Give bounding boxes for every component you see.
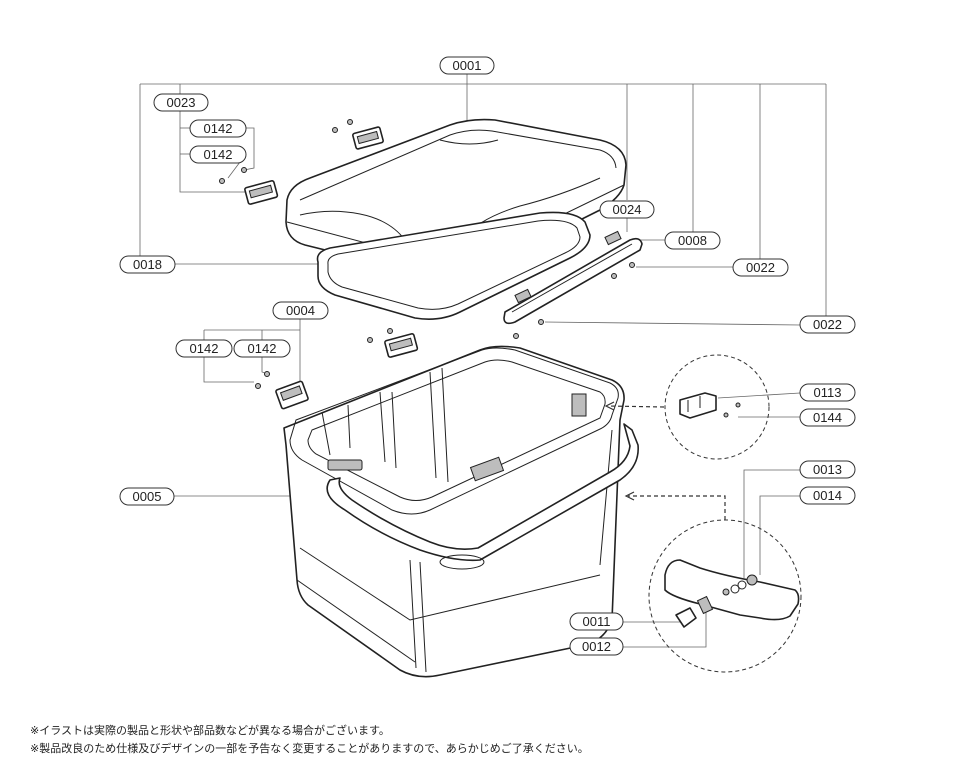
svg-text:0113: 0113 (814, 385, 842, 400)
label-0001: 0001 (439, 56, 495, 75)
label-0024: 0024 (599, 200, 655, 219)
label-0005: 0005 (119, 487, 175, 506)
disclaimer-illustration: ※イラストは実際の製品と形状や部品数などが異なる場合がございます。 (30, 724, 390, 737)
screws (219, 119, 635, 389)
label-0022-a: 0022 (732, 258, 789, 277)
svg-text:0024: 0024 (613, 202, 642, 217)
label-0022-b: 0022 (799, 315, 856, 334)
svg-text:0144: 0144 (813, 410, 842, 425)
svg-text:0013: 0013 (813, 462, 842, 477)
svg-text:0023: 0023 (167, 95, 196, 110)
label-0142-a: 0142 (189, 119, 247, 138)
label-0011: 0011 (569, 612, 624, 631)
svg-text:0142: 0142 (190, 341, 219, 356)
lid-gasket (316, 211, 591, 320)
label-0012: 0012 (569, 637, 624, 656)
cooler-body (283, 345, 625, 678)
svg-text:0005: 0005 (133, 489, 162, 504)
svg-text:0001: 0001 (453, 58, 482, 73)
label-0008: 0008 (664, 231, 721, 250)
disclaimer-spec-change: ※製品改良のため仕様及びデザインの一部を予告なく変更することがありますので、あら… (30, 742, 589, 755)
svg-text:0012: 0012 (582, 639, 611, 654)
label-0144: 0144 (799, 408, 856, 427)
label-0013: 0013 (799, 460, 856, 479)
detail-drain-callout (624, 491, 802, 673)
svg-text:0008: 0008 (678, 233, 707, 248)
svg-text:0142: 0142 (204, 121, 233, 136)
svg-text:0142: 0142 (204, 147, 233, 162)
label-0014: 0014 (799, 486, 856, 505)
cooler-handle (326, 423, 639, 570)
latches (244, 126, 419, 410)
label-0023: 0023 (153, 93, 209, 112)
label-0142-b: 0142 (189, 145, 247, 164)
svg-text:0022: 0022 (813, 317, 842, 332)
svg-text:0022: 0022 (746, 260, 775, 275)
label-0113: 0113 (799, 383, 856, 402)
label-0142-c: 0142 (175, 339, 233, 358)
svg-text:0011: 0011 (583, 614, 611, 629)
svg-text:0004: 0004 (286, 303, 315, 318)
svg-text:0142: 0142 (248, 341, 277, 356)
detail-hinge-callout (604, 354, 770, 460)
svg-text:0014: 0014 (813, 488, 842, 503)
label-0004: 0004 (272, 301, 329, 320)
hinge-rail (503, 230, 643, 325)
label-0142-d: 0142 (233, 339, 291, 358)
label-0018: 0018 (119, 255, 176, 274)
svg-text:0018: 0018 (133, 257, 162, 272)
